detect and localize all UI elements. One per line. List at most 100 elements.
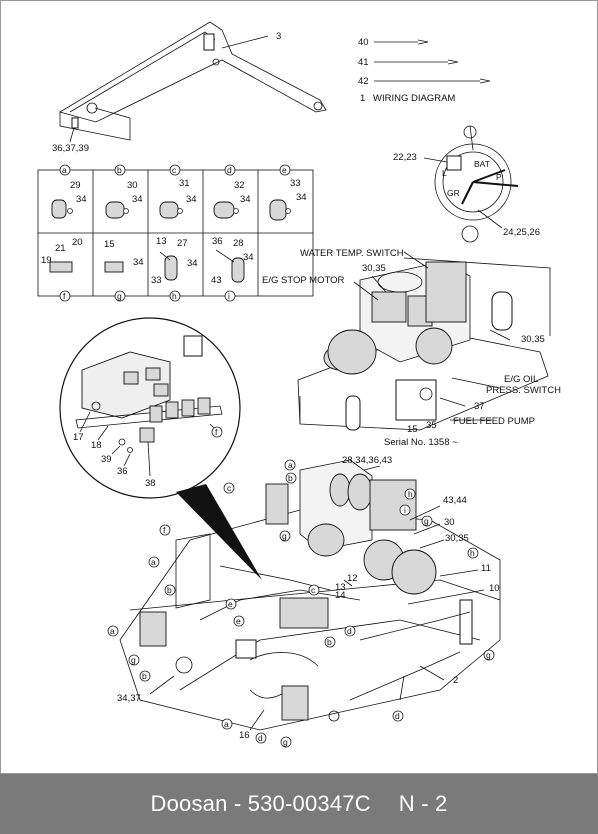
machine-callout-3035: 30,35 xyxy=(445,533,469,544)
grid-h-13: 13 xyxy=(156,236,167,247)
machine-marker-e2: e xyxy=(236,616,241,626)
grid-c-34: 34 xyxy=(186,194,197,205)
machine-callout-4344: 43,44 xyxy=(443,495,467,506)
machine-marker-a4: a xyxy=(224,719,229,729)
parts-grid xyxy=(37,169,314,297)
grid-letter-g: g xyxy=(117,291,122,301)
legend-desc-1: WIRING DIAGRAM xyxy=(373,93,455,104)
alternator-label-right: 24,25,26 xyxy=(503,227,540,238)
machine-callout-top: 28,34,36,43 xyxy=(342,455,392,466)
alternator-terminal-p: P xyxy=(496,172,502,182)
grid-e-34: 34 xyxy=(296,192,307,203)
callout-15: 15 xyxy=(407,424,418,435)
machine-letter-markers xyxy=(107,459,495,748)
footer-brand: Doosan xyxy=(150,791,228,816)
alternator-drawing xyxy=(423,125,519,243)
callout-serial: Serial No. 1358 ~ xyxy=(384,437,458,448)
machine-marker-b4: b xyxy=(327,637,332,647)
grid-e-33: 33 xyxy=(290,178,301,189)
boom-label-bottom: 36,37,39 xyxy=(52,143,89,154)
grid-a-34: 34 xyxy=(76,194,87,205)
alternator-terminal-gr: GR xyxy=(447,188,460,198)
grid-g-34: 34 xyxy=(133,257,144,268)
grid-f-20: 20 xyxy=(72,237,83,248)
grid-letter-b: b xyxy=(117,165,122,175)
machine-marker-g1: g xyxy=(424,516,429,526)
grid-letter-i: i xyxy=(228,291,230,301)
grid-i-34: 34 xyxy=(243,252,254,263)
footer-page: N - 2 xyxy=(398,791,448,816)
footer-bar: Doosan - 530-00347C N - 2 xyxy=(0,774,598,834)
machine-marker-a2: a xyxy=(151,557,156,567)
machine-marker-d2: d xyxy=(258,733,263,743)
footer-separator: - xyxy=(227,791,248,816)
grid-b-30: 30 xyxy=(127,180,138,191)
grid-f-19: 19 xyxy=(41,255,52,266)
grid-g-15: 15 xyxy=(104,239,115,250)
engine-drawing xyxy=(297,251,551,431)
machine-marker-e1: e xyxy=(228,599,233,609)
grid-letter-h: h xyxy=(172,291,177,301)
legend-num-1: 1 xyxy=(360,93,365,104)
machine-marker-h1: h xyxy=(408,489,413,499)
machine-marker-g5: g xyxy=(283,737,288,747)
detail-label-18: 18 xyxy=(91,440,102,451)
detail-label-39: 39 xyxy=(101,454,112,465)
machine-callout-14: 14 xyxy=(335,590,346,601)
callout-37: 37 xyxy=(474,401,485,412)
alternator-terminal-l: L xyxy=(442,168,447,178)
legend-num-40: 40 xyxy=(358,37,369,48)
machine-marker-g4: g xyxy=(486,650,491,660)
machine-callout-10: 10 xyxy=(489,583,500,594)
detail-label-17: 17 xyxy=(73,432,84,443)
grid-b-34: 34 xyxy=(132,194,143,205)
grid-letter-d: d xyxy=(227,165,232,175)
machine-marker-g2: g xyxy=(282,531,287,541)
machine-marker-h2: h xyxy=(470,548,475,558)
machine-marker-f1: f xyxy=(163,525,166,535)
boom-label-3: 3 xyxy=(276,31,281,42)
callout-water-temp: WATER TEMP. SWITCH xyxy=(300,248,404,259)
grid-a-29: 29 xyxy=(70,180,81,191)
machine-marker-a3: a xyxy=(110,626,115,636)
machine-marker-d1: d xyxy=(347,626,352,636)
grid-letter-a: a xyxy=(62,165,67,175)
callout-eg-oil-2: PRESS. SWITCH xyxy=(486,385,561,396)
grid-i-28: 28 xyxy=(233,238,244,249)
machine-callout-12: 12 xyxy=(347,573,358,584)
machine-marker-i1: i xyxy=(404,505,406,515)
machine-callout-16: 16 xyxy=(239,730,250,741)
machine-callout-13: 13 xyxy=(335,582,346,593)
grid-h-34: 34 xyxy=(187,258,198,269)
grid-letter-c: c xyxy=(172,165,177,175)
grid-i-36: 36 xyxy=(212,236,223,247)
machine-marker-a1: a xyxy=(288,460,293,470)
grid-i-43: 43 xyxy=(211,275,222,286)
legend xyxy=(374,39,491,84)
legend-num-42: 42 xyxy=(358,76,369,87)
grid-c-31: 31 xyxy=(179,178,190,189)
machine-marker-b1: b xyxy=(288,473,293,483)
machine-marker-c1: c xyxy=(227,483,232,493)
machine-callout-11: 11 xyxy=(481,563,491,574)
parts-diagram: 3 36,37,39 40 41 42 1 WIRING DIAGRAM 22,… xyxy=(0,0,598,774)
machine-marker-b2: b xyxy=(167,585,172,595)
machine-callout-3437: 34,37 xyxy=(117,693,141,704)
callout-3035-a: 30,35 xyxy=(362,263,386,274)
callout-eg-oil-1: E/G OIL xyxy=(504,374,538,385)
machine-callout-2: 2 xyxy=(453,675,458,686)
grid-h-27: 27 xyxy=(177,238,188,249)
machine-callout-30: 30 xyxy=(444,517,455,528)
grid-letter-f: f xyxy=(63,291,66,301)
detail-label-f: f xyxy=(215,427,218,437)
grid-h-33: 33 xyxy=(151,275,162,286)
footer-part-number: 530-00347C xyxy=(247,791,371,816)
alternator-terminal-bat: BAT xyxy=(474,159,490,169)
detail-label-36: 36 xyxy=(117,466,128,477)
alternator-label-left: 22,23 xyxy=(393,152,417,163)
grid-d-32: 32 xyxy=(234,180,245,191)
machine-drawing xyxy=(119,459,501,731)
detail-circle xyxy=(59,317,241,499)
detail-label-38: 38 xyxy=(145,478,156,489)
machine-marker-d3: d xyxy=(395,711,400,721)
